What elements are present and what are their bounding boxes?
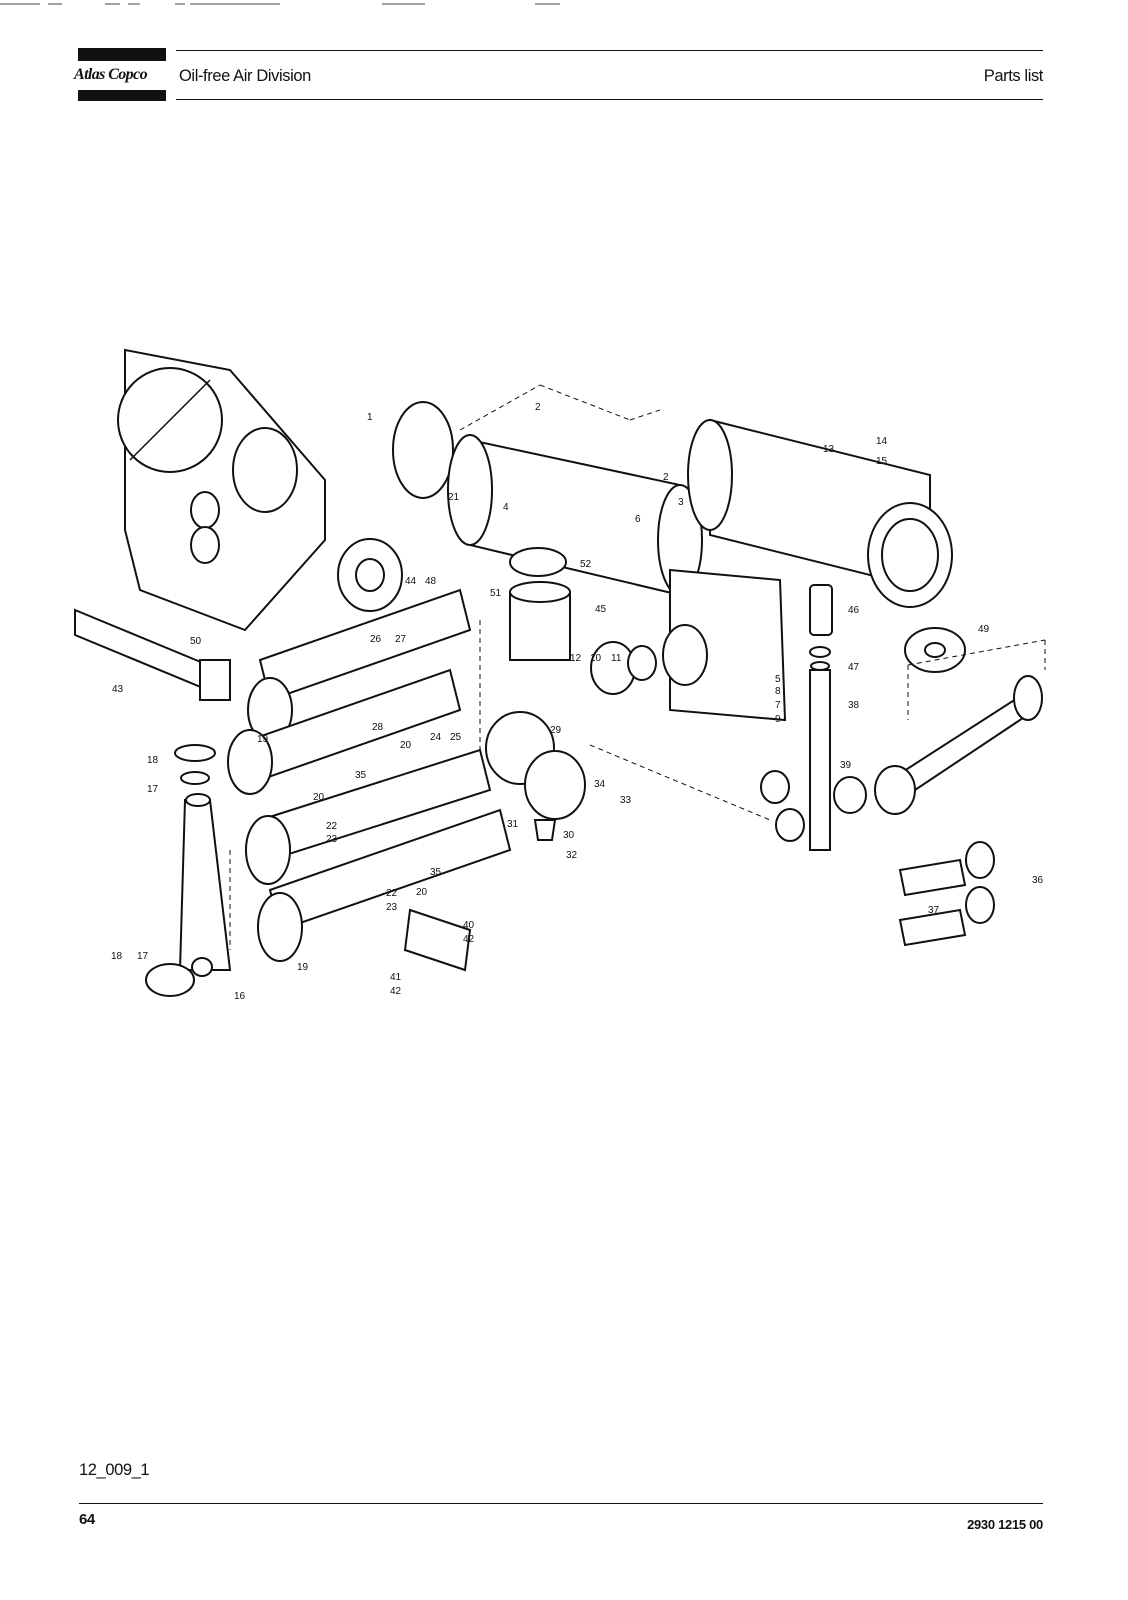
callout-48: 48 xyxy=(425,576,437,587)
callout-19a: 19 xyxy=(257,734,269,745)
callout-37: 37 xyxy=(928,905,940,916)
callout-23b: 23 xyxy=(386,902,398,913)
bracket-41 xyxy=(403,908,472,972)
intercooler-1 xyxy=(469,438,681,597)
gasket-11 xyxy=(627,645,657,681)
callout-34: 34 xyxy=(594,779,606,790)
callout-6: 6 xyxy=(635,514,641,525)
callout-27: 27 xyxy=(395,634,407,645)
logo-bar-bottom xyxy=(78,90,166,101)
callout-23a: 23 xyxy=(326,834,338,845)
callout-1: 1 xyxy=(367,412,373,423)
callout-45: 45 xyxy=(595,604,607,615)
figure-reference: 12_009_1 xyxy=(79,1461,150,1479)
filter-46 xyxy=(809,584,833,636)
callout-40: 40 xyxy=(463,920,475,931)
silencer-column xyxy=(178,799,232,971)
logo-bar-top xyxy=(78,48,166,61)
callout-17a: 17 xyxy=(147,784,159,795)
callout-22b: 22 xyxy=(386,888,398,899)
callout-8: 8 xyxy=(775,686,781,697)
housing-port-right xyxy=(232,427,298,513)
callout-2b: 2 xyxy=(663,472,669,483)
callout-16: 16 xyxy=(234,991,246,1002)
callout-17b: 17 xyxy=(137,951,149,962)
callout-47: 47 xyxy=(848,662,860,673)
callout-15: 15 xyxy=(876,456,888,467)
callout-51: 51 xyxy=(490,588,502,599)
cover-17 xyxy=(174,744,216,762)
page-number: 64 xyxy=(79,1511,95,1528)
callout-18b: 18 xyxy=(111,951,123,962)
callout-11: 11 xyxy=(611,653,622,664)
callout-13: 13 xyxy=(823,444,835,455)
hose-lower xyxy=(898,908,967,947)
callout-22a: 22 xyxy=(326,821,338,832)
document-number: 2930 1215 00 xyxy=(967,1517,1043,1532)
callout-5: 5 xyxy=(775,674,781,685)
callout-36: 36 xyxy=(1032,875,1044,886)
callout-14: 14 xyxy=(876,436,888,447)
bypass-column xyxy=(809,669,831,851)
callout-39: 39 xyxy=(840,760,852,771)
hose-upper xyxy=(898,858,967,897)
callout-19b: 19 xyxy=(297,962,309,973)
callout-21: 21 xyxy=(448,492,460,503)
scan-marks xyxy=(0,3,560,5)
callout-32: 32 xyxy=(566,850,578,861)
left-cooler xyxy=(74,608,221,697)
callout-20c: 20 xyxy=(416,887,428,898)
document-type: Parts list xyxy=(983,67,1044,85)
callout-7: 7 xyxy=(775,700,781,711)
callout-42a: 42 xyxy=(463,934,475,945)
callout-9: 9 xyxy=(775,714,781,725)
flange-39a xyxy=(760,770,790,804)
callout-43: 43 xyxy=(112,684,124,695)
callout-18a: 18 xyxy=(147,755,159,766)
footer-rule xyxy=(79,1503,1043,1504)
callout-44: 44 xyxy=(405,576,417,587)
callout-12: 12 xyxy=(570,653,582,664)
callout-3: 3 xyxy=(678,497,684,508)
callout-50: 50 xyxy=(190,636,202,647)
callout-38: 38 xyxy=(848,700,860,711)
callout-52: 52 xyxy=(580,559,592,570)
callout-29: 29 xyxy=(550,725,562,736)
division-name: Oil-free Air Division xyxy=(179,67,311,85)
callout-30: 30 xyxy=(563,830,575,841)
callout-31: 31 xyxy=(507,819,519,830)
callout-42b: 42 xyxy=(390,986,402,997)
callout-4: 4 xyxy=(503,502,509,513)
callout-35b: 35 xyxy=(430,867,442,878)
callout-20b: 20 xyxy=(313,792,325,803)
header-rule-bottom xyxy=(176,99,1043,100)
callout-26: 26 xyxy=(370,634,382,645)
callout-33: 33 xyxy=(620,795,632,806)
callout-35a: 35 xyxy=(355,770,367,781)
drain-31 xyxy=(533,819,557,841)
callout-49: 49 xyxy=(978,624,990,635)
gasket-52 xyxy=(509,547,567,577)
callout-20a: 20 xyxy=(400,740,412,751)
callout-24: 24 xyxy=(430,732,442,743)
exploded-view-figure: 1 2 2 3 4 5 6 7 8 9 10 11 12 13 14 15 16… xyxy=(74,348,1046,1002)
brand-logo: Atlas Copco xyxy=(74,66,148,83)
callout-28: 28 xyxy=(372,722,384,733)
header-rule-top xyxy=(176,50,1043,51)
callout-10: 10 xyxy=(590,653,602,664)
callout-25: 25 xyxy=(450,732,462,743)
cooler-cover-1 xyxy=(392,401,454,499)
cover-17-lower xyxy=(145,963,195,997)
callout-41: 41 xyxy=(390,972,402,983)
callout-46: 46 xyxy=(848,605,860,616)
flange-39b xyxy=(775,808,805,842)
callout-2a: 2 xyxy=(535,402,541,413)
